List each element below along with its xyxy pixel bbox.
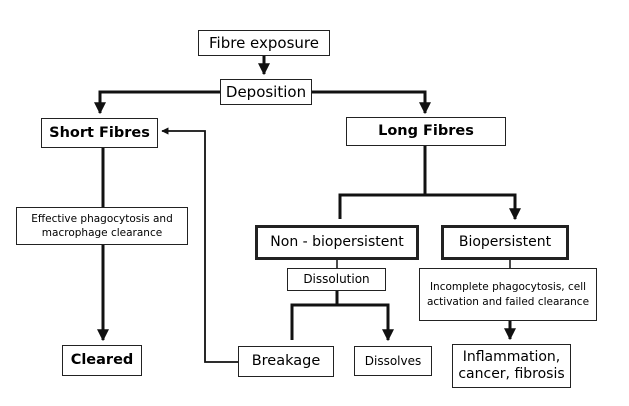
node-label: Short Fibres (49, 124, 150, 141)
edge-deposition-to-long (312, 90, 431, 115)
node-label: Cleared (70, 352, 134, 369)
node-incomplete-phagocytosis: Incomplete phagocytosis, cell activation… (419, 268, 597, 321)
node-cleared: Cleared (62, 345, 142, 376)
node-label: Incomplete phagocytosis, cell activation… (426, 281, 590, 308)
node-label: Dissolution (303, 272, 370, 286)
node-dissolution: Dissolution (287, 268, 386, 291)
node-biopersistent: Biopersistent (441, 225, 569, 260)
edge-dissolution-split (290, 291, 388, 340)
edge-deposition-to-short (94, 90, 220, 115)
node-label: Effective phagocytosis and macrophage cl… (31, 212, 173, 239)
node-label: Deposition (225, 82, 307, 101)
node-label: Inflammation, cancer, fibrosis (458, 349, 565, 382)
node-label: Breakage (251, 353, 321, 370)
node-dissolves: Dissolves (354, 346, 432, 376)
node-effective-phagocytosis: Effective phagocytosis and macrophage cl… (16, 207, 188, 245)
node-fibre-exposure: Fibre exposure (198, 30, 330, 56)
node-label: Fibre exposure (209, 33, 319, 52)
node-short-fibres: Short Fibres (41, 118, 158, 148)
edge-breakage-to-short (161, 127, 238, 363)
node-breakage: Breakage (238, 346, 334, 377)
node-label: Long Fibres (378, 123, 474, 140)
node-long-fibres: Long Fibres (346, 117, 506, 146)
node-non-biopersistent: Non - biopersistent (255, 225, 419, 260)
node-label: Non - biopersistent (270, 233, 404, 250)
node-label: Biopersistent (458, 233, 552, 250)
node-inflammation: Inflammation, cancer, fibrosis (452, 344, 571, 388)
edge-long-split (338, 146, 515, 219)
node-label: Dissolves (364, 353, 422, 368)
node-deposition: Deposition (220, 79, 312, 105)
